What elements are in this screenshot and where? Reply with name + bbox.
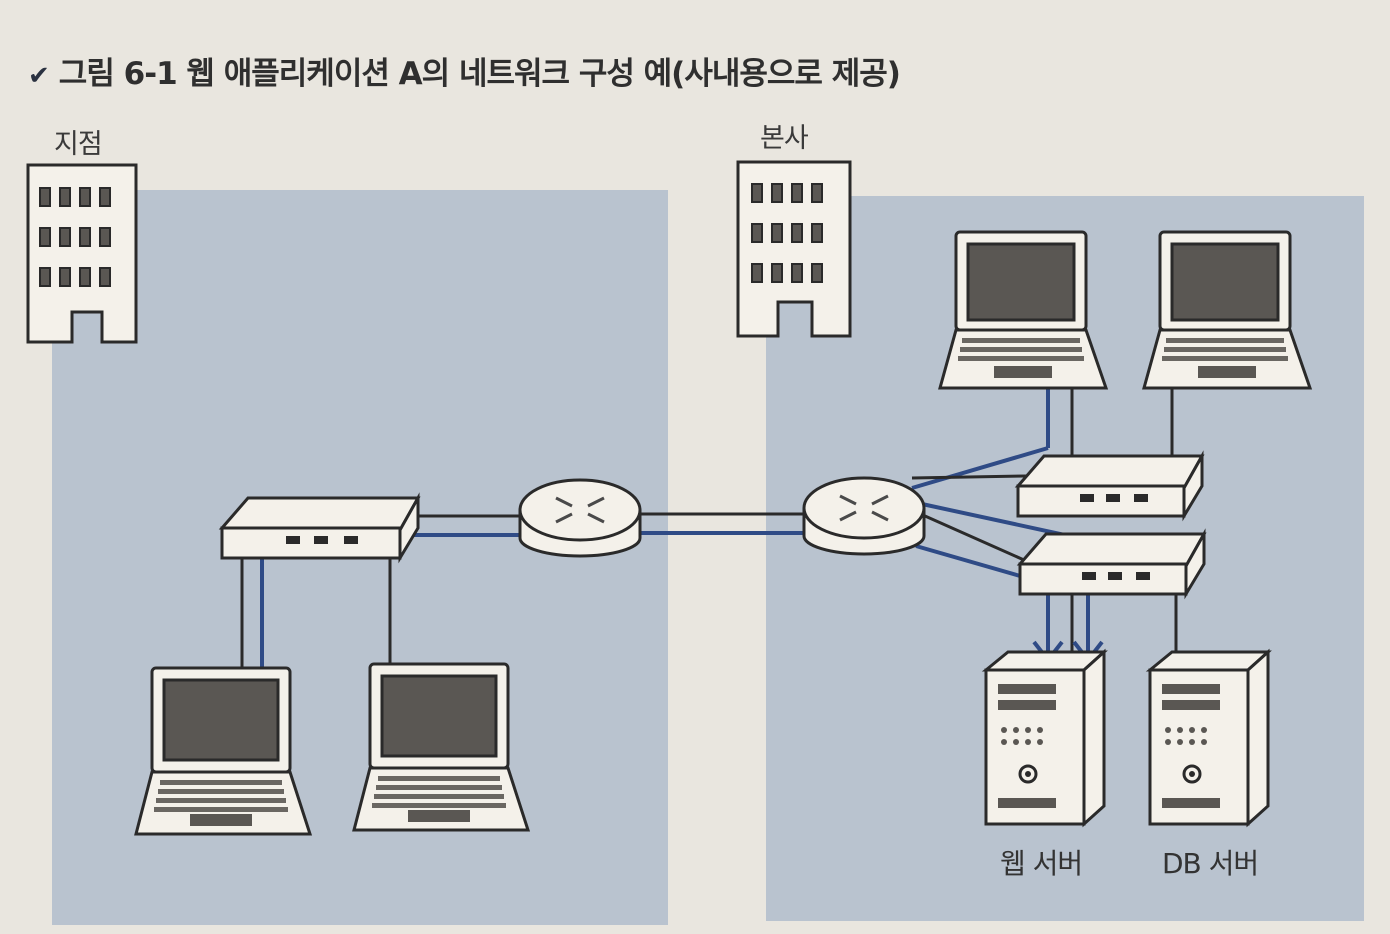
hq-router-icon xyxy=(802,476,926,556)
link-hq-router-switch1-blue xyxy=(911,446,1049,490)
branch-label: 지점 xyxy=(54,129,103,160)
branch-laptop-1-icon xyxy=(134,666,313,836)
chevron-down-icon: ✔ xyxy=(28,61,50,91)
hq-switch-2-icon xyxy=(1016,528,1207,600)
branch-laptop-2-icon xyxy=(352,662,531,832)
hq-laptop-1-icon xyxy=(938,230,1109,390)
figure-title: ✔ 그림 6-1 웹 애플리케이션 A의 네트워크 구성 예(사내용으로 제공) xyxy=(28,48,901,93)
branch-router-icon xyxy=(518,478,642,558)
hq-laptop-2-icon xyxy=(1142,230,1313,390)
web-server-icon xyxy=(981,648,1108,828)
db-server-icon xyxy=(1145,648,1272,828)
web-server-label: 웹 서버 xyxy=(1000,847,1083,880)
headquarters-label: 본사 xyxy=(760,123,809,154)
db-server-label: DB 서버 xyxy=(1162,847,1259,880)
hq-switch-1-icon xyxy=(1014,450,1205,522)
link-hq-router-switch2-black xyxy=(915,510,1025,562)
hq-building-icon xyxy=(736,160,852,338)
branch-switch-icon xyxy=(218,492,421,564)
branch-building-icon xyxy=(26,163,138,344)
link-hq-router-switch1-black xyxy=(911,474,1027,480)
figure-title-text: 그림 6-1 웹 애플리케이션 A의 네트워크 구성 예(사내용으로 제공) xyxy=(58,56,901,92)
